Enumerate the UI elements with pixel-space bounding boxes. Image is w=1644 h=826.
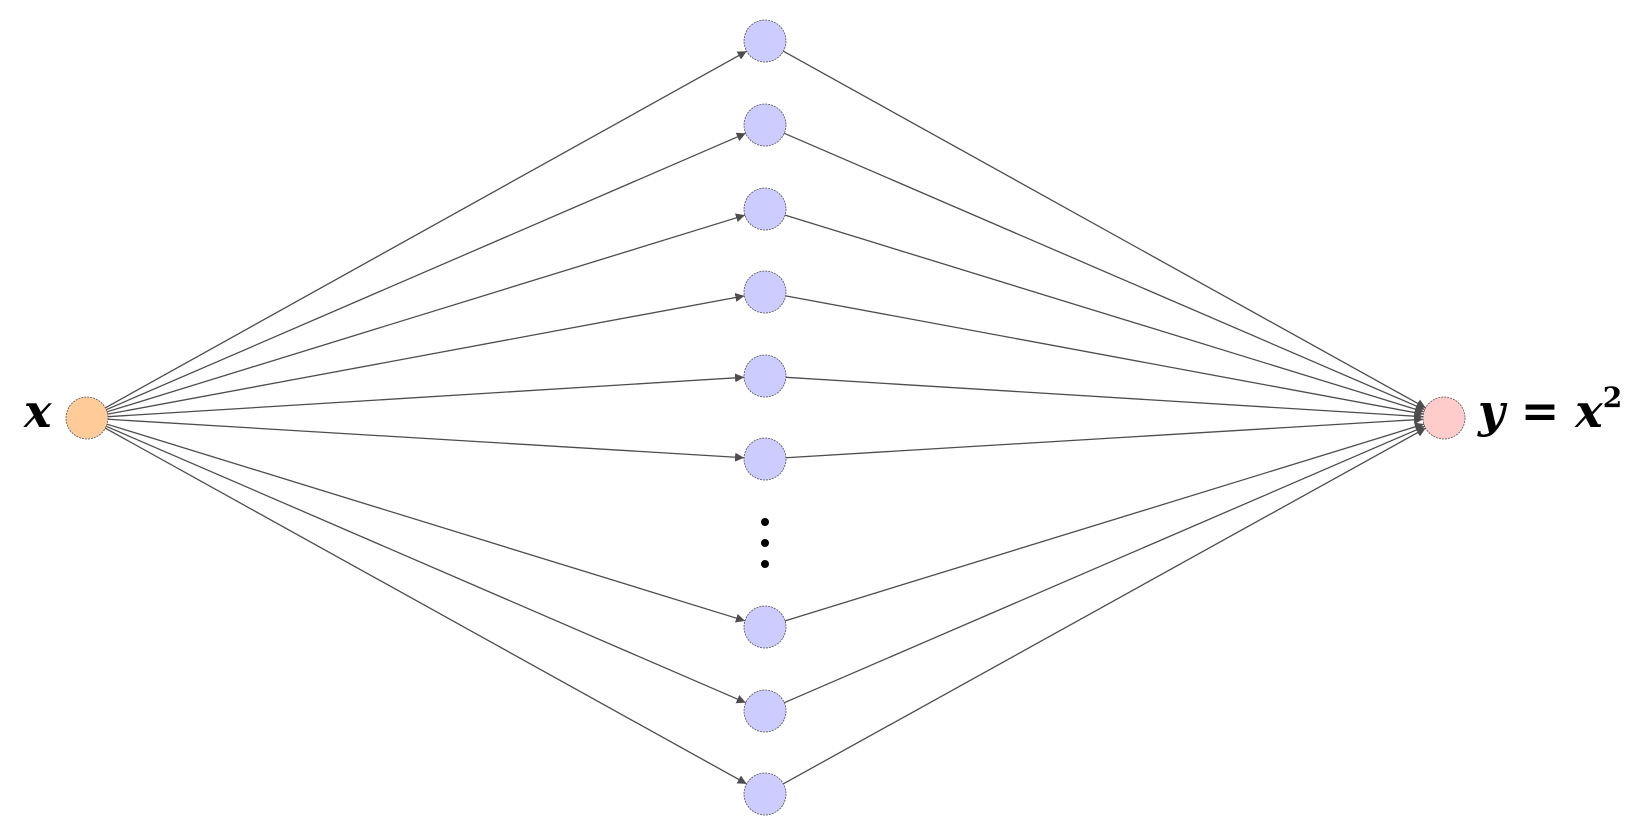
input-node [65,396,109,440]
hidden-node-2 [743,103,787,147]
edge-input-to-hidden-7 [106,423,746,623]
hidden-node-9 [743,772,787,816]
hidden-node-8 [743,689,787,733]
output-equation: y = x [1478,384,1603,438]
output-node [1422,396,1466,440]
edge-input-to-hidden-4 [107,293,745,415]
edge-input-to-hidden-1 [105,50,747,409]
hidden-node-5 [743,354,787,398]
edge-hidden-1-to-output [783,50,1426,409]
edge-hidden-3-to-output [784,214,1425,414]
edge-input-to-hidden-3 [106,213,746,413]
edge-input-to-hidden-9 [105,427,747,785]
output-label: y = x2 [1478,384,1622,435]
hidden-node-4 [743,270,787,314]
edge-hidden-8-to-output [784,425,1425,704]
edge-hidden-4-to-output [785,295,1424,417]
edge-input-to-hidden-2 [106,132,746,411]
edge-input-to-hidden-8 [106,425,746,704]
ellipsis-dots [761,518,769,568]
edge-hidden-5-to-output [785,376,1424,421]
hidden-node-6 [743,437,787,481]
hidden-node-1 [743,19,787,63]
edge-input-to-hidden-5 [107,373,745,418]
edge-hidden-6-to-output [785,415,1424,459]
input-label: x [24,384,52,438]
edge-hidden-9-to-output [783,427,1426,785]
edge-hidden-2-to-output [784,132,1425,411]
edge-input-to-hidden-6 [107,418,745,462]
hidden-node-3 [743,187,787,231]
hidden-node-7 [743,605,787,649]
output-exponent: 2 [1602,381,1623,414]
edge-hidden-7-to-output [784,422,1425,622]
